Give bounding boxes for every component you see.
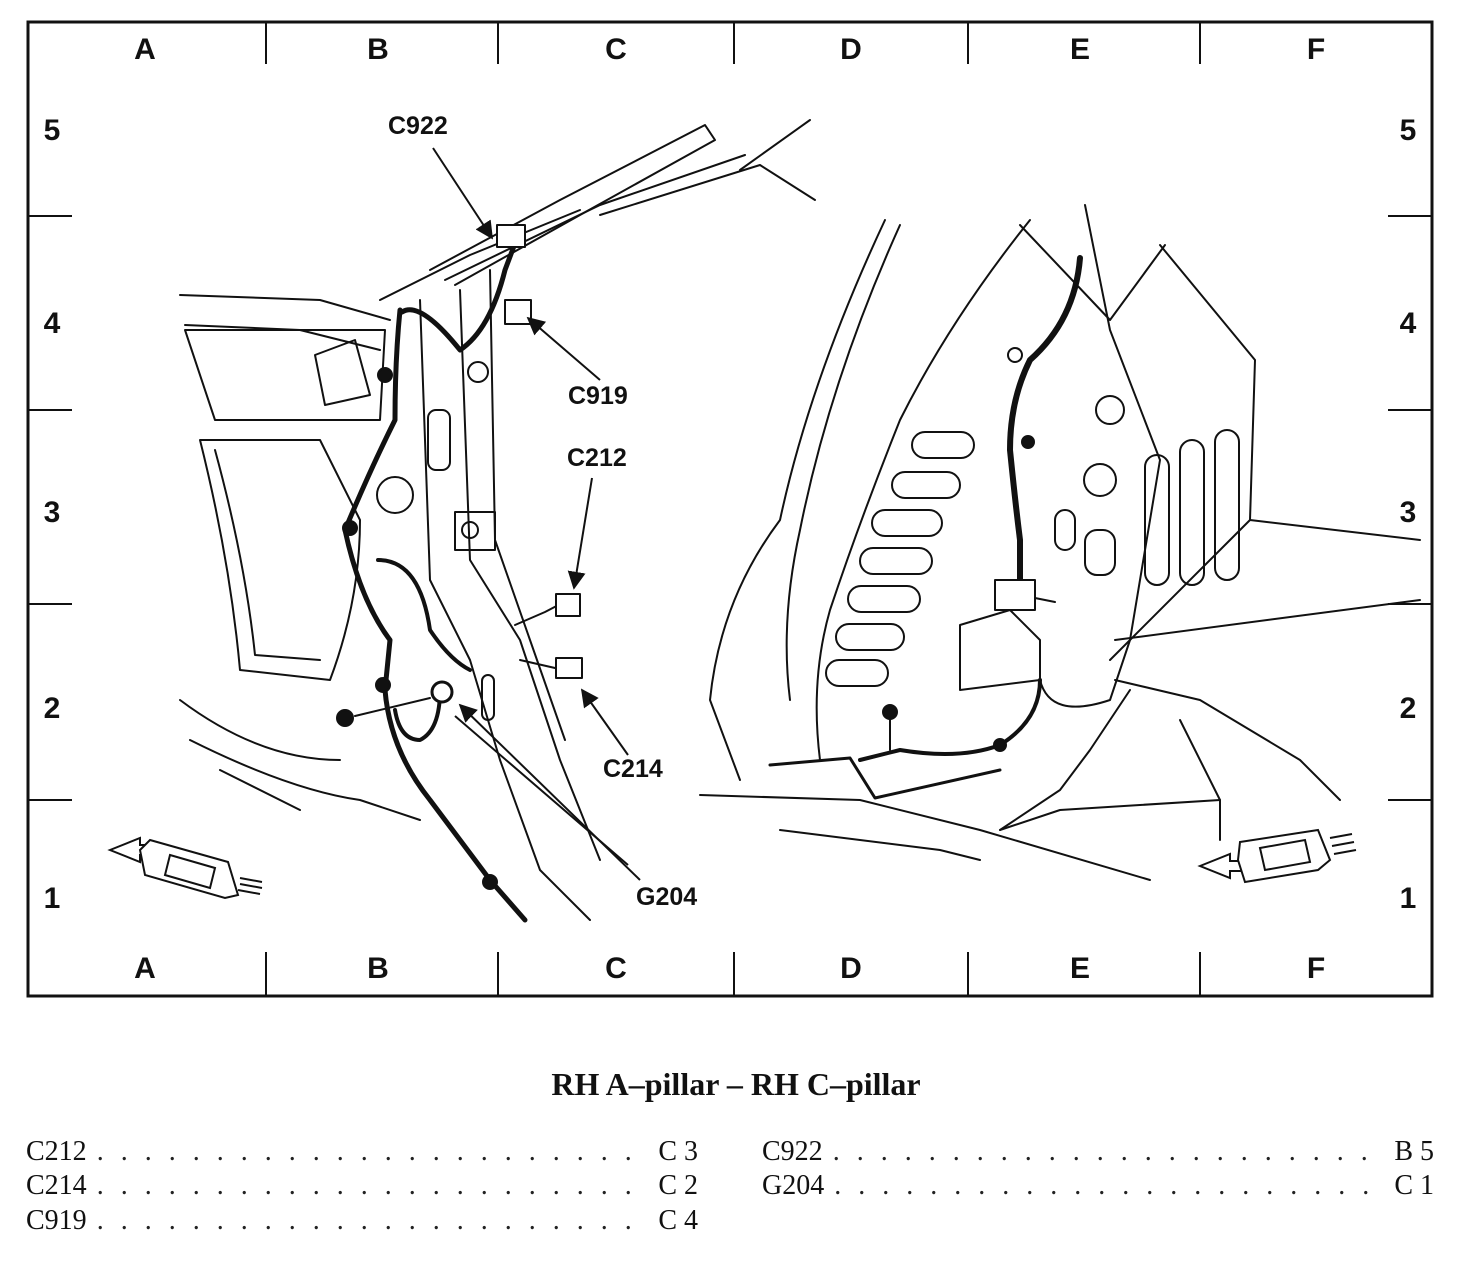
connector-c212	[555, 593, 581, 617]
callout-c922: C922	[388, 112, 448, 140]
index-code: G204	[762, 1170, 825, 1201]
index-code: C919	[26, 1205, 87, 1236]
callout-g204: G204	[636, 883, 697, 911]
index-row-c919: C919 . . . . . . . . . . . . . . . . . .…	[26, 1205, 698, 1239]
vertical-slots	[1144, 429, 1240, 586]
index-location: B 5	[1394, 1136, 1434, 1167]
connector-c922	[496, 224, 526, 248]
column-dividers	[265, 22, 1201, 996]
col-label-a: A	[134, 33, 156, 66]
index-leader: . . . . . . . . . . . . . . . . . . . . …	[96, 1205, 649, 1236]
index-leader: . . . . . . . . . . . . . . . . . . . . …	[832, 1136, 1385, 1167]
row-label-5: 5	[44, 114, 61, 147]
row-label-5-right: 5	[1400, 114, 1417, 147]
index-leader: . . . . . . . . . . . . . . . . . . . . …	[834, 1170, 1384, 1201]
col-label-f-bottom: F	[1307, 952, 1325, 985]
row-label-1: 1	[44, 882, 61, 915]
col-label-c: C	[605, 33, 627, 66]
index-leader: . . . . . . . . . . . . . . . . . . . . …	[96, 1170, 649, 1201]
callout-leaders	[432, 147, 641, 881]
wiring-location-diagram: A B C D E F A B C D E F 5 4 3 2 1 5 4 3 …	[26, 20, 1434, 998]
index-location: C 4	[658, 1205, 698, 1236]
index-row-c922: C922 . . . . . . . . . . . . . . . . . .…	[762, 1136, 1434, 1170]
connector-c214	[555, 657, 583, 679]
col-label-a-bottom: A	[134, 952, 156, 985]
diagram-frame	[26, 20, 1434, 998]
row-label-2-right: 2	[1400, 692, 1417, 725]
col-label-f: F	[1307, 33, 1325, 66]
col-label-b: B	[367, 33, 389, 66]
index-leader: . . . . . . . . . . . . . . . . . . . . …	[96, 1136, 649, 1167]
column-labels-top: A B C D E F	[134, 33, 1325, 66]
row-label-3-right: 3	[1400, 496, 1417, 529]
callout-c212: C212	[567, 444, 627, 472]
row-label-4: 4	[44, 307, 61, 340]
callout-c919: C919	[568, 382, 628, 410]
row-labels-right: 5 4 3 2 1	[1400, 114, 1417, 915]
index-location: C 3	[658, 1136, 698, 1167]
index-code: C212	[26, 1136, 87, 1167]
col-label-b-bottom: B	[367, 952, 389, 985]
col-label-c-bottom: C	[605, 952, 627, 985]
index-code: C922	[762, 1136, 823, 1167]
index-code: C214	[26, 1170, 87, 1201]
index-location: C 1	[1394, 1170, 1434, 1201]
row-dividers	[28, 215, 1432, 801]
row-label-4-right: 4	[1400, 307, 1417, 340]
col-label-e: E	[1070, 33, 1090, 66]
connector-c919	[504, 299, 532, 325]
row-label-2: 2	[44, 692, 61, 725]
index-row-g204: G204 . . . . . . . . . . . . . . . . . .…	[762, 1170, 1434, 1204]
col-label-e-bottom: E	[1070, 952, 1090, 985]
column-labels-bottom: A B C D E F	[134, 952, 1325, 985]
vehicle-front-arrow-left	[107, 836, 263, 900]
vehicle-front-arrow-right	[1197, 828, 1357, 884]
c-pillar-illustration	[699, 204, 1421, 881]
row-label-1-right: 1	[1400, 882, 1417, 915]
col-label-d-bottom: D	[840, 952, 862, 985]
diagram-caption: RH A–pillar – RH C–pillar	[551, 1066, 921, 1102]
row-labels-left: 5 4 3 2 1	[44, 114, 61, 915]
callout-c214: C214	[603, 755, 663, 783]
row-label-3: 3	[44, 496, 61, 529]
col-label-d: D	[840, 33, 862, 66]
index-location: C 2	[658, 1170, 698, 1201]
index-row-c212: C212 . . . . . . . . . . . . . . . . . .…	[26, 1136, 698, 1170]
index-row-c214: C214 . . . . . . . . . . . . . . . . . .…	[26, 1170, 698, 1204]
slotted-panel	[825, 431, 975, 687]
ground-g204	[430, 680, 454, 704]
a-pillar-illustration	[179, 119, 816, 923]
